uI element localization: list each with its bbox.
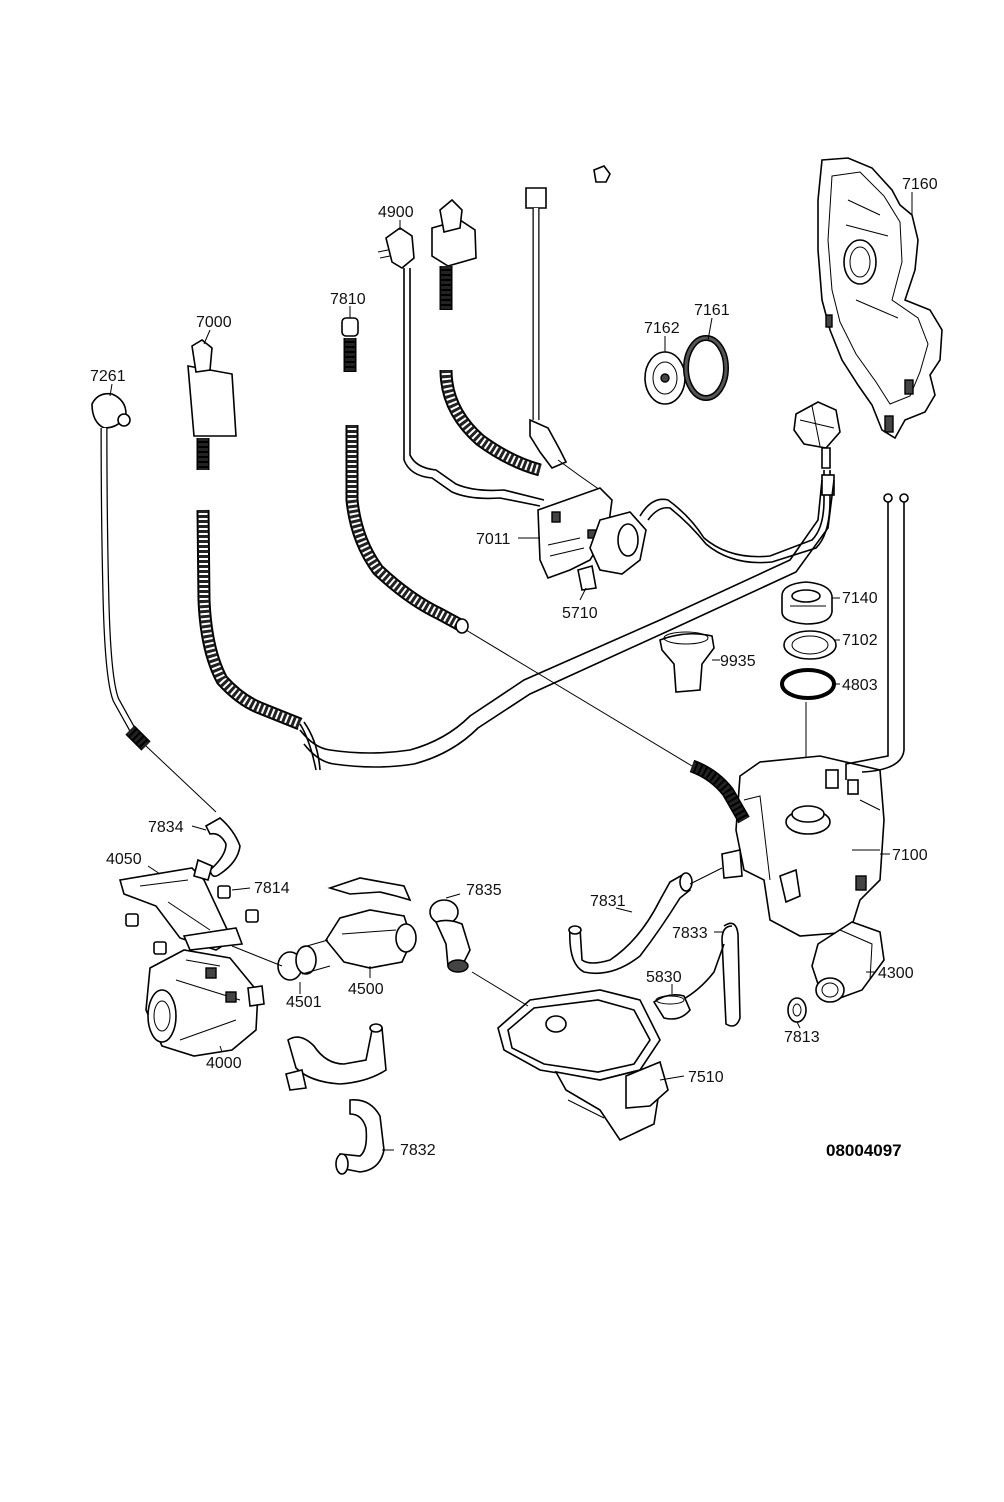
callout-7161: 7161 (694, 302, 730, 319)
callout-7160: 7160 (902, 176, 938, 193)
callout-5830: 5830 (646, 969, 682, 986)
callout-9935: 9935 (720, 653, 756, 670)
part-7261-hose (91, 392, 151, 751)
callout-7261: 7261 (90, 368, 126, 385)
part-9935-funnel (659, 631, 715, 693)
callout-7810: 7810 (330, 291, 366, 308)
part-7160-cover-plate (817, 157, 943, 440)
part-4000-motor (145, 949, 265, 1057)
callout-4500: 4500 (348, 981, 384, 998)
part-7832-hose (285, 1023, 387, 1175)
drain-hose-thin-inner (303, 479, 835, 768)
drain-hose-thin (299, 479, 823, 754)
leader-7261 (145, 745, 217, 813)
callout-7102: 7102 (842, 632, 878, 649)
part-4050-bracket (118, 867, 244, 951)
part-4900-plug-cable (377, 227, 545, 507)
part-4501-coupling (277, 939, 331, 981)
cable-to-plate-inner (647, 470, 831, 564)
part-inlet-pipe (525, 187, 601, 491)
vent-tube-a (845, 500, 889, 780)
part-7810-hose (341, 317, 469, 634)
part-4803-gasket (780, 668, 836, 700)
callout-4050: 4050 (106, 851, 142, 868)
leader-7831 (689, 867, 723, 885)
part-7000-aquastop (187, 339, 321, 771)
leader-4000 (231, 945, 283, 967)
callout-7814: 7814 (254, 880, 290, 897)
callout-7510: 7510 (688, 1069, 724, 1086)
leader-sump (471, 971, 529, 1007)
part-small-nut-top (593, 165, 611, 183)
callout-7834: 7834 (148, 819, 184, 836)
callout-4501: 4501 (286, 994, 322, 1011)
part-7510-sump (497, 989, 669, 1142)
callout-4803: 4803 (842, 677, 878, 694)
part-7102-ring (783, 630, 837, 660)
part-7835-elbow (429, 899, 471, 973)
part-7813-seal (787, 997, 807, 1023)
part-7831-hose (568, 872, 693, 975)
callout-5710: 5710 (562, 605, 598, 622)
callout-7833: 7833 (672, 925, 708, 942)
part-5710-solenoid (577, 511, 647, 591)
callout-7140: 7140 (842, 590, 878, 607)
callout-7832: 7832 (400, 1142, 436, 1159)
callout-labels: 7160 4900 7810 7000 7261 7162 7161 7011 … (90, 176, 938, 1160)
part-7814-nuts (125, 885, 259, 955)
callout-7831: 7831 (590, 893, 626, 910)
part-4300-drain-pump (811, 921, 885, 1003)
part-7162-nozzle (644, 351, 686, 405)
part-7834-hose (193, 817, 241, 881)
callout-7813: 7813 (784, 1029, 820, 1046)
callout-7011: 7011 (476, 531, 511, 548)
callout-7835: 7835 (466, 882, 502, 899)
part-7011-bracket (537, 487, 613, 580)
callout-4900: 4900 (378, 204, 414, 221)
part-valve-fitting (793, 401, 841, 496)
callout-4300: 4300 (878, 965, 914, 982)
vent-tube-b (861, 500, 905, 773)
part-7140-cap (781, 581, 833, 625)
part-4500-housing (325, 877, 417, 969)
part-inlet-valve-hose (431, 198, 542, 477)
callout-7162: 7162 (644, 320, 680, 337)
callout-7100: 7100 (892, 847, 928, 864)
part-7161-seal-ring (683, 335, 729, 401)
part-7100-salt-container (721, 755, 885, 937)
callout-4000: 4000 (206, 1055, 242, 1072)
callout-7000: 7000 (196, 314, 232, 331)
part-7833-tube (721, 922, 741, 1027)
part-5830-cap (652, 994, 691, 1020)
leader-7810 (465, 629, 693, 767)
document-id: 08004097 (826, 1141, 902, 1160)
cable-to-plate (639, 470, 825, 558)
leader-lines (109, 192, 913, 1151)
